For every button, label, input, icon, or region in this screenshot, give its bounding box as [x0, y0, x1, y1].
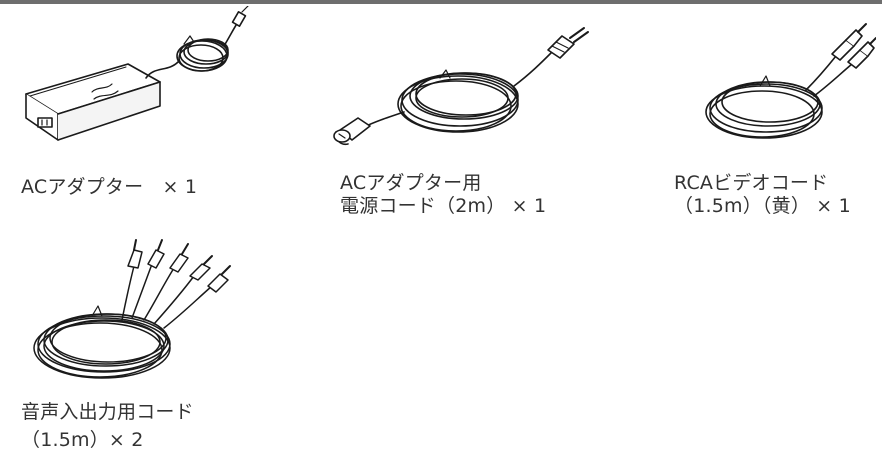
top-rule — [0, 0, 882, 4]
ac-adapter-caption: ACアダプター × 1 — [21, 176, 197, 199]
power-cord-caption-line-2: 電源コード（2m） × 1 — [340, 195, 547, 217]
rca-video-caption: RCAビデオコード （1.5m）（黄） × 1 — [674, 172, 851, 218]
rca-video-cable-icon — [696, 10, 876, 160]
audio-cord-caption: 音声入出力用コード （1.5m）× 2 — [21, 398, 194, 454]
power-cord-icon — [330, 22, 600, 162]
rca-video-caption-line-1: RCAビデオコード — [674, 172, 829, 194]
power-cord-caption-line-1: ACアダプター用 — [340, 172, 482, 194]
audio-cord-caption-line-2: （1.5m）× 2 — [21, 429, 144, 451]
audio-cable-icon — [22, 236, 242, 386]
ac-adapter-caption-line-1: ACアダプター × 1 — [21, 176, 198, 198]
rca-video-caption-line-2: （1.5m）（黄） × 1 — [674, 195, 851, 217]
audio-cord-caption-line-1: 音声入出力用コード — [21, 401, 194, 423]
power-cord-caption: ACアダプター用 電源コード（2m） × 1 — [340, 172, 546, 218]
ac-adapter-icon — [18, 6, 258, 158]
